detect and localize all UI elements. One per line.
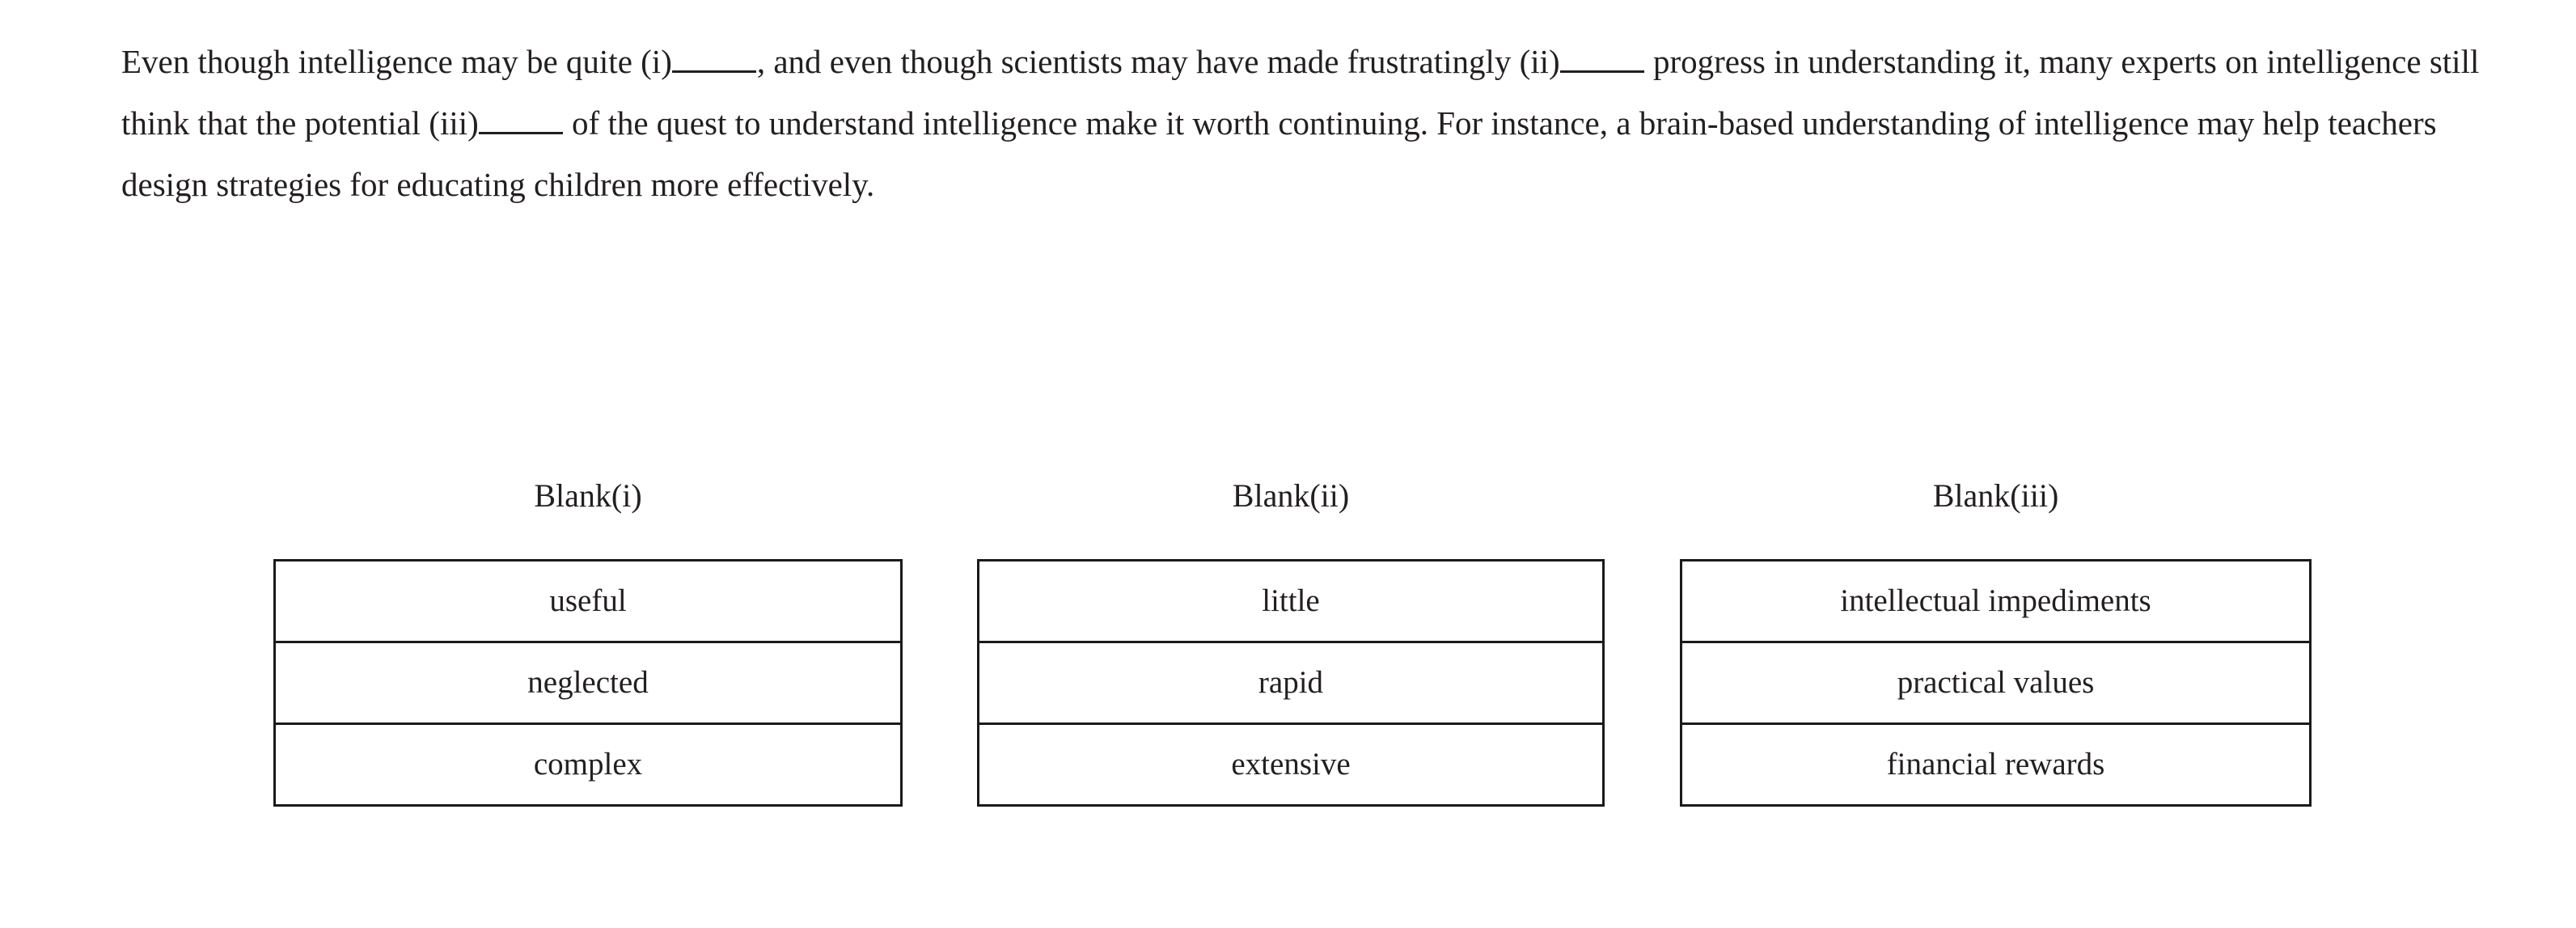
option-cell-blank-iii-3[interactable]: financial rewards xyxy=(1680,722,2312,807)
passage-segment-text: progress in understanding it, many exper… xyxy=(121,43,2480,142)
column-header-blank-ii: Blank(ii) xyxy=(1232,477,1350,514)
table-row: useful xyxy=(273,559,903,643)
table-row: complex xyxy=(273,722,903,807)
passage-segment-text: of the quest to understand intelligence … xyxy=(121,104,2437,203)
option-cell-blank-i-2[interactable]: neglected xyxy=(273,641,903,725)
table-row: extensive xyxy=(977,722,1605,807)
answer-column-blank-iii: Blank(iii) intellectual impediments prac… xyxy=(1680,477,2312,807)
column-header-blank-iii: Blank(iii) xyxy=(1932,477,2059,514)
option-cell-blank-i-1[interactable]: useful xyxy=(273,559,903,643)
blank-iii-underline xyxy=(478,104,563,134)
options-table-blank-ii: little rapid extensive xyxy=(977,559,1605,807)
options-table-blank-i: useful neglected complex xyxy=(273,559,903,807)
option-cell-blank-ii-3[interactable]: extensive xyxy=(977,722,1605,807)
option-cell-blank-iii-2[interactable]: practical values xyxy=(1680,641,2312,725)
column-header-blank-i: Blank(i) xyxy=(534,477,642,514)
options-table-blank-iii: intellectual impediments practical value… xyxy=(1680,559,2312,807)
option-cell-blank-i-3[interactable]: complex xyxy=(273,722,903,807)
option-cell-blank-ii-1[interactable]: little xyxy=(977,559,1605,643)
blank-i-underline xyxy=(671,43,756,73)
answer-column-blank-ii: Blank(ii) little rapid extensive xyxy=(977,477,1605,807)
table-row: intellectual impediments xyxy=(1680,559,2312,643)
question-passage: Even though intelligence may be quite (i… xyxy=(121,31,2483,215)
answer-column-blank-i: Blank(i) useful neglected complex xyxy=(273,477,903,807)
table-row: little xyxy=(977,559,1605,643)
table-row: neglected xyxy=(273,641,903,725)
blank-ii-underline xyxy=(1559,43,1644,73)
option-cell-blank-iii-1[interactable]: intellectual impediments xyxy=(1680,559,2312,643)
answer-choices-area: Blank(i) useful neglected complex Blank(… xyxy=(0,477,2576,858)
option-cell-blank-ii-2[interactable]: rapid xyxy=(977,641,1605,725)
table-row: practical values xyxy=(1680,641,2312,725)
passage-segment-text: Even though intelligence may be quite (i… xyxy=(121,43,672,80)
table-row: financial rewards xyxy=(1680,722,2312,807)
table-row: rapid xyxy=(977,641,1605,725)
passage-segment-text: , and even though scientists may have ma… xyxy=(756,43,1560,80)
